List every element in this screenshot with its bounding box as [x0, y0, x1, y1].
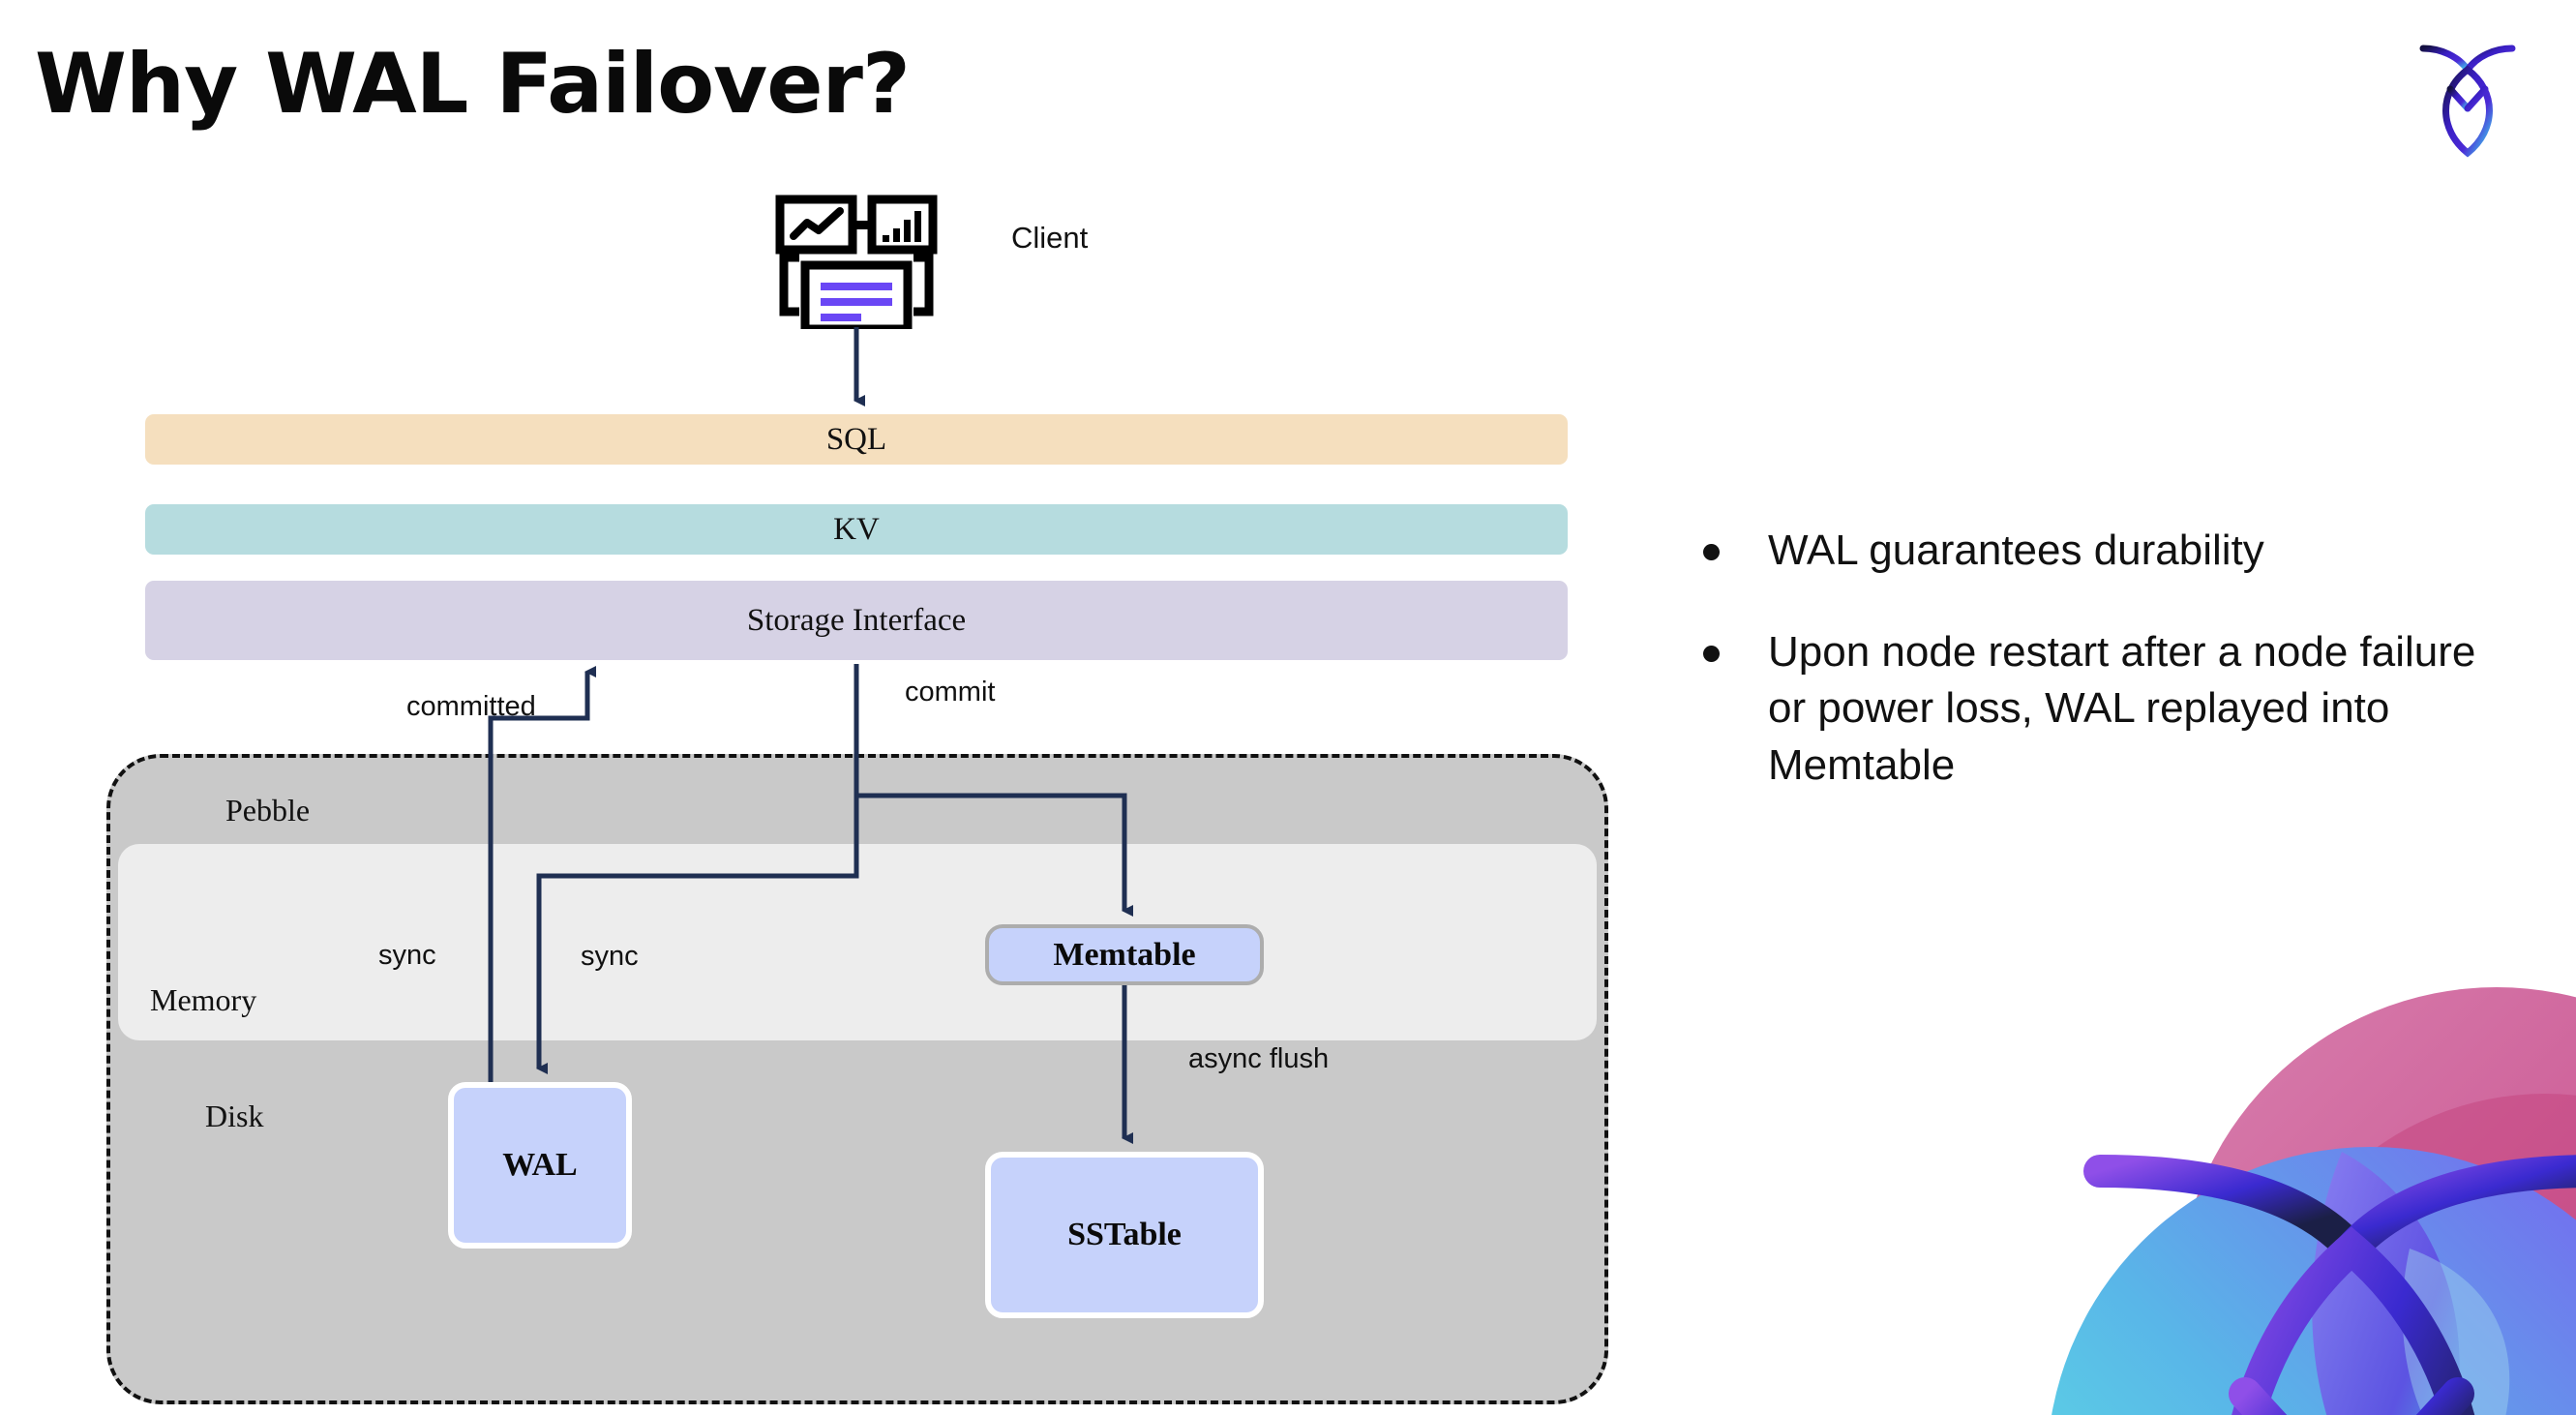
list-item: WAL guarantees durability: [1703, 523, 2506, 580]
list-item: Upon node restart after a node failure o…: [1703, 624, 2506, 795]
layer-bar-kv: KV: [145, 504, 1568, 555]
store-box-wal: WAL: [448, 1082, 632, 1249]
cockroach-circles-artwork: [1955, 929, 2576, 1415]
layer-bar-storage-interface: Storage Interface: [145, 581, 1568, 660]
edge-label-commit: commit: [905, 677, 996, 708]
memory-region: [118, 844, 1597, 1040]
pebble-label: Pebble: [225, 793, 311, 828]
bullet-text: WAL guarantees durability: [1768, 527, 2264, 574]
page-title: Why WAL Failover?: [35, 36, 911, 133]
architecture-diagram: Client Pebble Memory Disk SQL KV Storage…: [106, 194, 1608, 1404]
client-dashboard-icon: [774, 194, 939, 334]
client-label: Client: [1011, 221, 1089, 255]
bullet-list: WAL guarantees durability Upon node rest…: [1703, 523, 2506, 838]
layer-bar-sql: SQL: [145, 414, 1568, 465]
store-box-sstable: SSTable: [985, 1152, 1264, 1318]
edge-label-async-flush: async flush: [1188, 1043, 1330, 1074]
bullet-text: Upon node restart after a node failure o…: [1768, 627, 2476, 789]
bullet-dot-icon: [1703, 544, 1720, 560]
disk-label: Disk: [205, 1099, 264, 1133]
memory-label: Memory: [150, 982, 257, 1017]
bullet-dot-icon: [1703, 645, 1720, 662]
edge-label-sync-memtable: sync: [581, 941, 639, 972]
store-box-memtable: Memtable: [985, 924, 1264, 985]
edge-label-sync-storage: sync: [378, 940, 436, 971]
cockroachdb-logo: [2410, 33, 2526, 159]
edge-label-committed: committed: [406, 691, 536, 722]
